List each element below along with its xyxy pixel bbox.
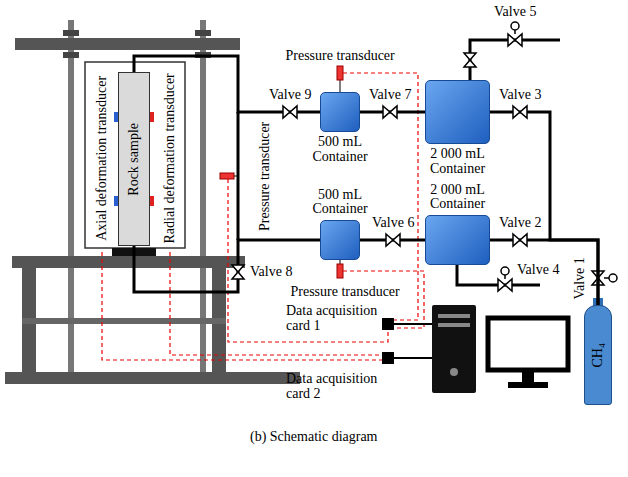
container-label: 500 mL Container [303,135,377,164]
pressure-transducer-symbol [340,80,341,92]
valve-symbol [386,234,400,246]
sensor-label: Pressure transducer [258,121,273,230]
transducer-label: Radial deformation transducer [163,73,178,243]
container-tank: 500 mL Container [320,220,360,260]
gas-pipe [470,40,560,80]
sample-housing [85,62,185,256]
container-heading: 2 000 mL Container [421,147,495,176]
computer [438,314,470,318]
computer [450,368,458,376]
container-label: 2 000 mL Container [421,147,495,176]
card-label: Data acquisition card 1 [286,304,386,333]
gas-cylinder: CH₄ [584,305,612,405]
valve-symbol [232,265,244,279]
computer [488,318,568,370]
loading-frame [195,30,211,36]
strain-gauge [150,112,154,122]
strain-gauge [150,196,154,206]
valve-label: Valve 9 [267,88,313,103]
pressure-transducer-symbol [220,173,234,179]
container-tank: 2 000 mL Container [425,80,490,144]
loading-frame [63,52,79,58]
pressure-transducer-symbol [234,176,238,177]
valve-label: Valve 3 [497,88,543,103]
acquisition-card [382,318,394,330]
valve-symbol [513,106,527,118]
card-label: Data acquisition card 2 [286,372,386,401]
gas-pipe [238,40,560,285]
valve-label: Valve 4 [517,263,559,278]
acquisition-card [394,323,432,325]
container-label: 2 000 mL Container [421,183,495,212]
loading-frame [15,38,240,50]
loading-frame [12,256,245,268]
acquisition-card [394,357,432,359]
valve-label: Valve 8 [248,265,294,280]
valve-handle [609,274,617,282]
pressure-transducer-symbol [337,264,343,278]
valve-symbol [513,234,527,246]
pressure-transducer-symbol [340,260,341,264]
valve-handle [501,22,617,282]
container-tank: 500 mL Container [320,92,360,132]
container-heading: 500 mL Container [303,188,377,217]
sample-label: Rock sample [127,122,142,195]
gas-label: CH₄ [591,343,606,367]
valve-handle [501,267,509,275]
transducer-label: Axial deformation transducer [95,75,110,240]
loading-frame [63,30,79,36]
gas-pipe [490,240,598,305]
acquisition-card [382,318,432,364]
sample-housing [85,62,185,248]
computer [522,370,534,382]
container-heading: 2 000 mL Container [421,183,495,212]
loading-frame [5,20,300,384]
valve-label: Valve 7 [367,88,413,103]
loading-frame [5,372,300,384]
valve-label: Valve 5 [494,5,536,20]
acquisition-card [382,352,394,364]
sensor-label: Pressure transducer [286,49,395,64]
valve-symbol [508,34,522,46]
computer [432,305,476,393]
valve-symbol [383,106,397,118]
figure-caption: (b) Schematic diagram [250,430,378,445]
valve-symbol [498,279,512,291]
loading-frame [22,318,226,324]
container-tank: 2 000 mL Container [425,215,490,265]
valve-symbol [464,53,476,67]
container-label: 500 mL Container [303,188,377,217]
signal-line [102,73,424,360]
valve-label: Valve 6 [370,216,416,231]
valve-label: Valve 2 [497,216,543,231]
computer [508,382,548,388]
gas-pipe [490,112,598,305]
computer [432,305,568,393]
container-heading: 500 mL Container [303,135,377,164]
pressure-transducer-symbol [337,66,343,80]
signal-line [228,179,388,342]
valve-symbol [283,106,297,118]
valve-handle [511,22,519,30]
sensor-label: Pressure transducer [291,285,400,300]
computer [438,323,470,327]
valve-label: Valve 1 [573,257,588,299]
rock-sample: Rock sample [118,72,150,246]
